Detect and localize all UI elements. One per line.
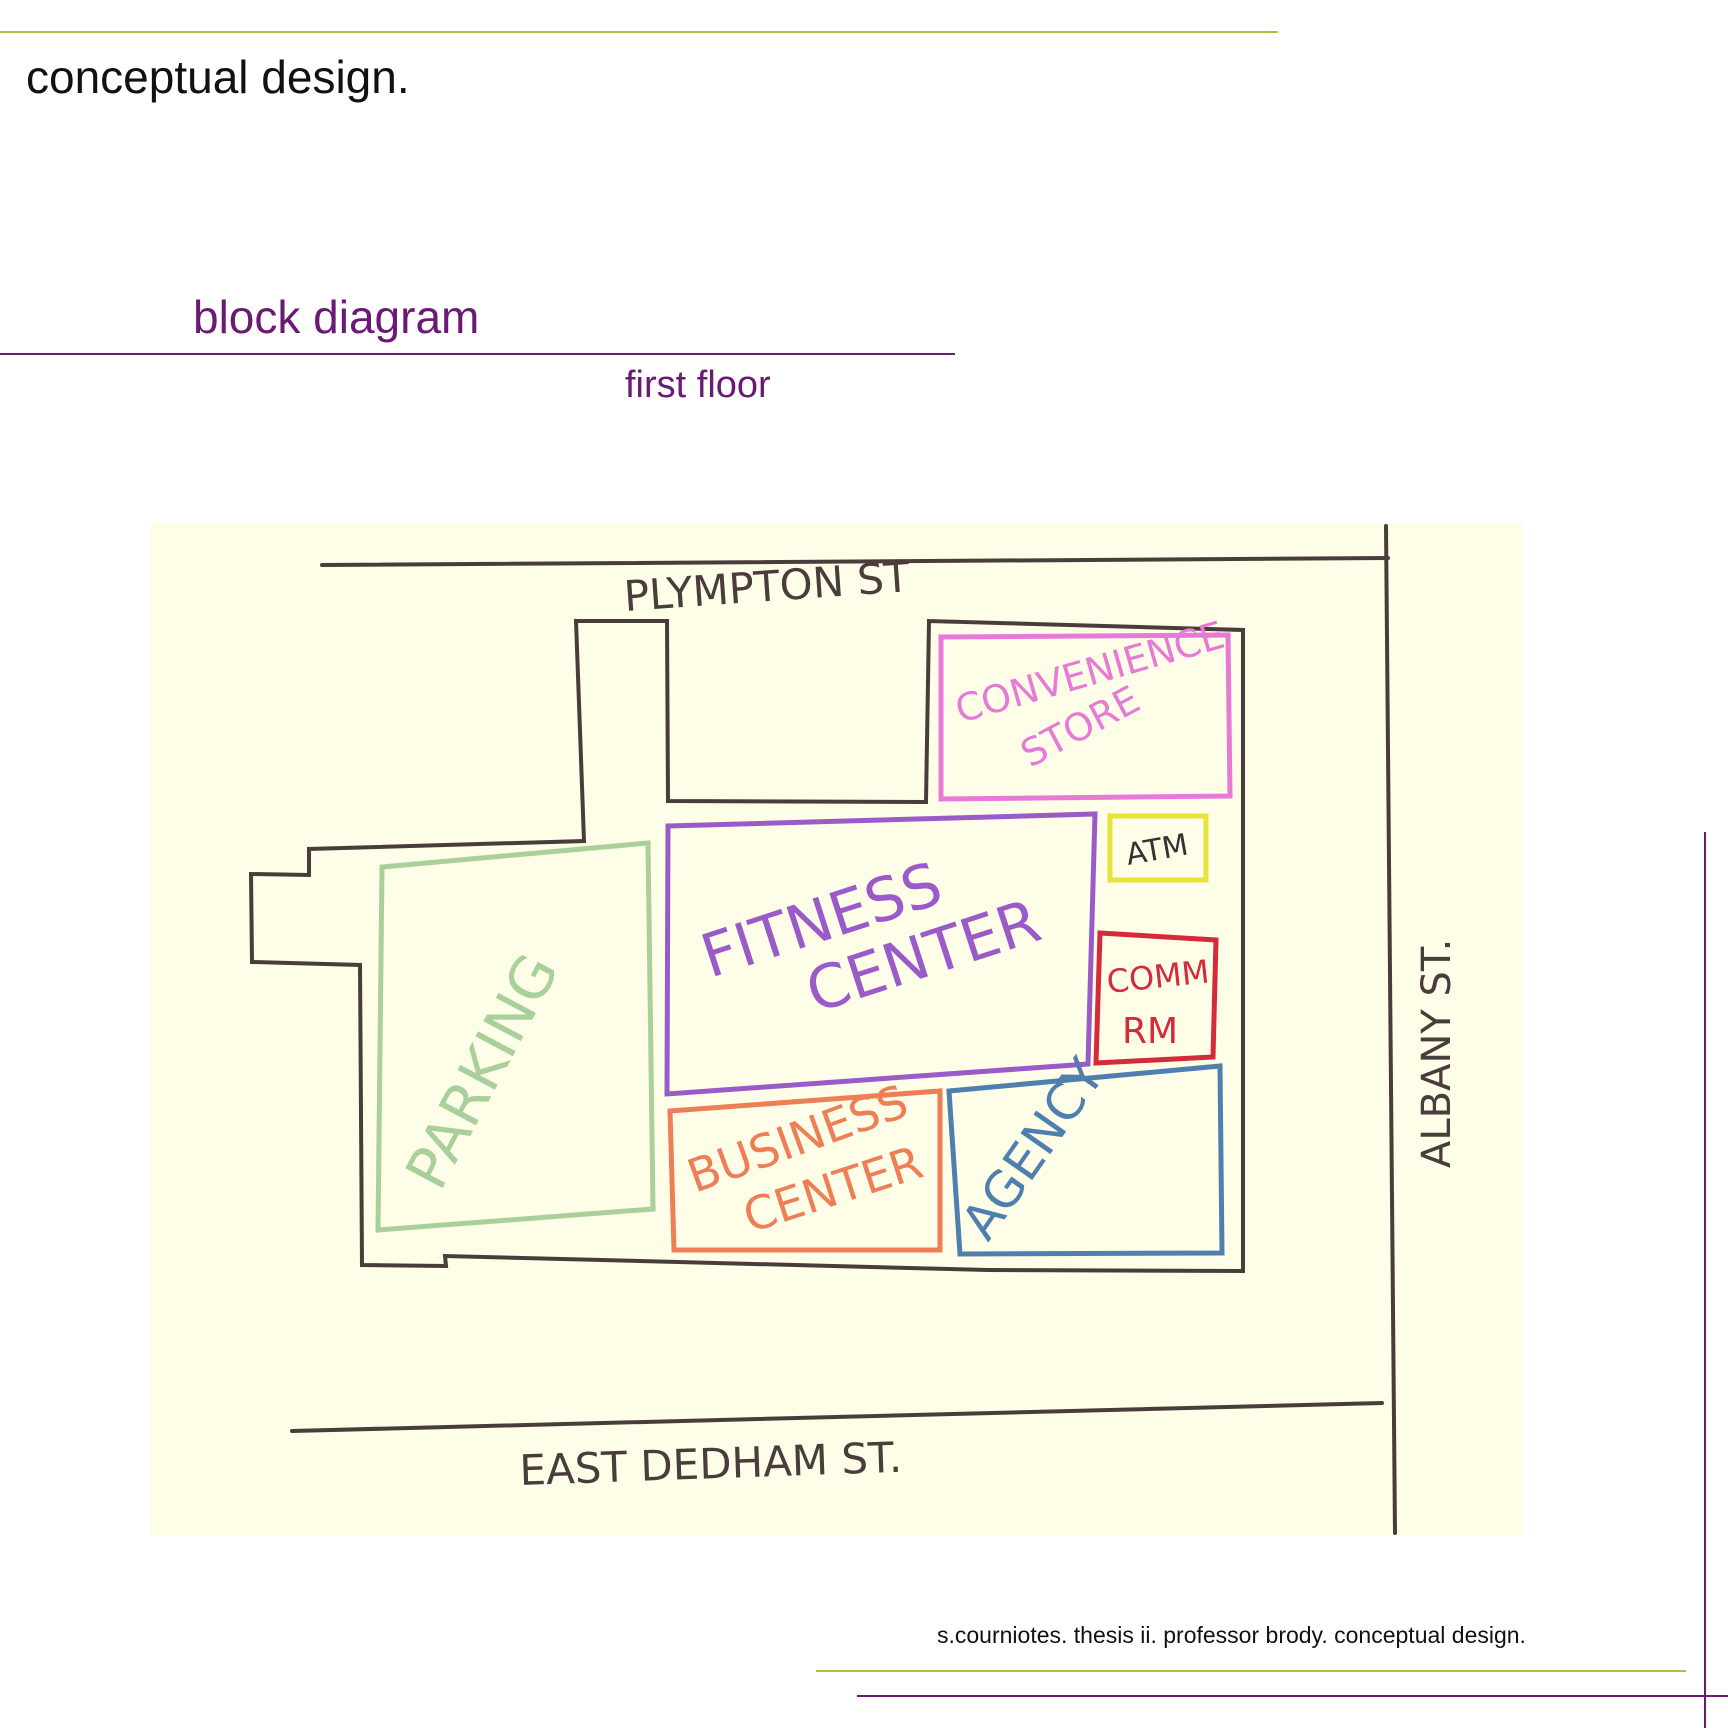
convenience-store-block: CONVENIENCE STORE: [938, 613, 1233, 802]
section-purple-rule: [0, 353, 955, 355]
agency-label: AGENCY: [950, 1048, 1116, 1250]
plympton-street-line: [320, 556, 1390, 567]
agency-block: AGENCY: [946, 1048, 1225, 1257]
parking-block: PARKING: [375, 840, 656, 1233]
parking-label: PARKING: [392, 943, 572, 1200]
east-dedham-street-label: EAST DEDHAM ST.: [519, 1433, 903, 1495]
right-purple-rule: [1704, 832, 1706, 1728]
block-diagram-drawing: PARKING FITNESS CENTER CONVENIENCE STORE…: [248, 524, 1460, 1535]
footer-green-rule: [816, 1670, 1686, 1672]
page-title: conceptual design.: [26, 51, 410, 103]
comm-label-1: COMM.: [1105, 951, 1221, 1001]
building-outline: [248, 618, 1245, 1274]
east-dedham-street-line: [290, 1401, 1384, 1433]
footer-credit: s.courniotes. thesis ii. professor brody…: [937, 1622, 1526, 1648]
comm-label-2: RM: [1122, 1011, 1178, 1052]
albany-street-line: [1384, 524, 1397, 1535]
block-diagram-sketch: PARKING FITNESS CENTER CONVENIENCE STORE…: [150, 523, 1523, 1535]
section-title: block diagram: [193, 291, 480, 343]
fitness-center-block: FITNESS CENTER: [664, 811, 1098, 1097]
atm-block: ATM: [1107, 813, 1209, 883]
footer-purple-rule: [857, 1695, 1728, 1697]
top-green-rule: [0, 31, 1278, 33]
business-center-block: BUSINESS CENTER: [667, 1074, 943, 1253]
albany-street-label: ALBANY ST.: [1414, 939, 1460, 1168]
comm-room-block: COMM. RM: [1093, 930, 1221, 1066]
section-subtitle: first floor: [625, 364, 771, 406]
